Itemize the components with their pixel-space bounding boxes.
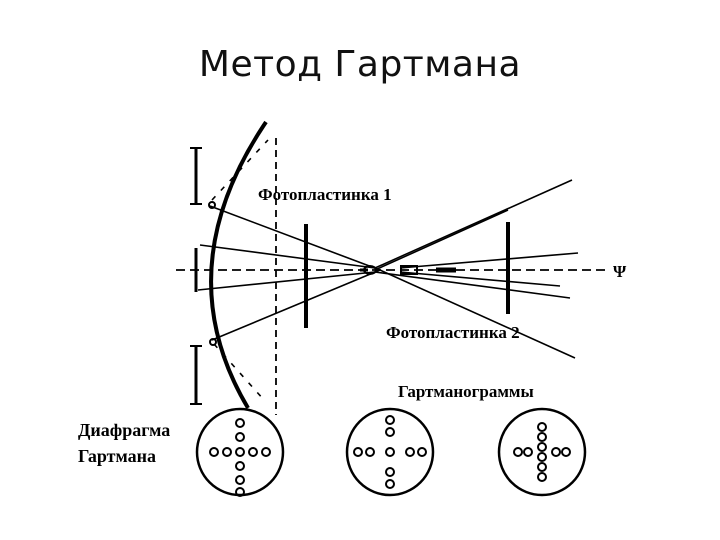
label-diaphragm-line1: Диафрагма (78, 420, 170, 440)
label-photo-plate-1: Фотопластинка 1 (258, 185, 392, 204)
focus-markers (360, 265, 456, 275)
hartmanogram-before-focus (345, 407, 435, 497)
light-rays (197, 139, 579, 401)
mirror-arc (209, 120, 268, 410)
slide-title: Метод Гартмана (198, 44, 522, 85)
mirror-back-dashes (210, 135, 257, 397)
diaphragm-pattern (195, 407, 285, 497)
label-hartmanograms: Гартманограммы (398, 382, 534, 401)
label-diaphragm-line2: Гартмана (78, 446, 156, 466)
hartmanogram-after-focus (497, 407, 587, 497)
mirror-point-top (208, 201, 216, 209)
mirror-point-bottom (209, 338, 217, 346)
label-photo-plate-2: Фотопластинка 2 (386, 323, 520, 342)
axis-symbol: Ψ (613, 262, 627, 281)
